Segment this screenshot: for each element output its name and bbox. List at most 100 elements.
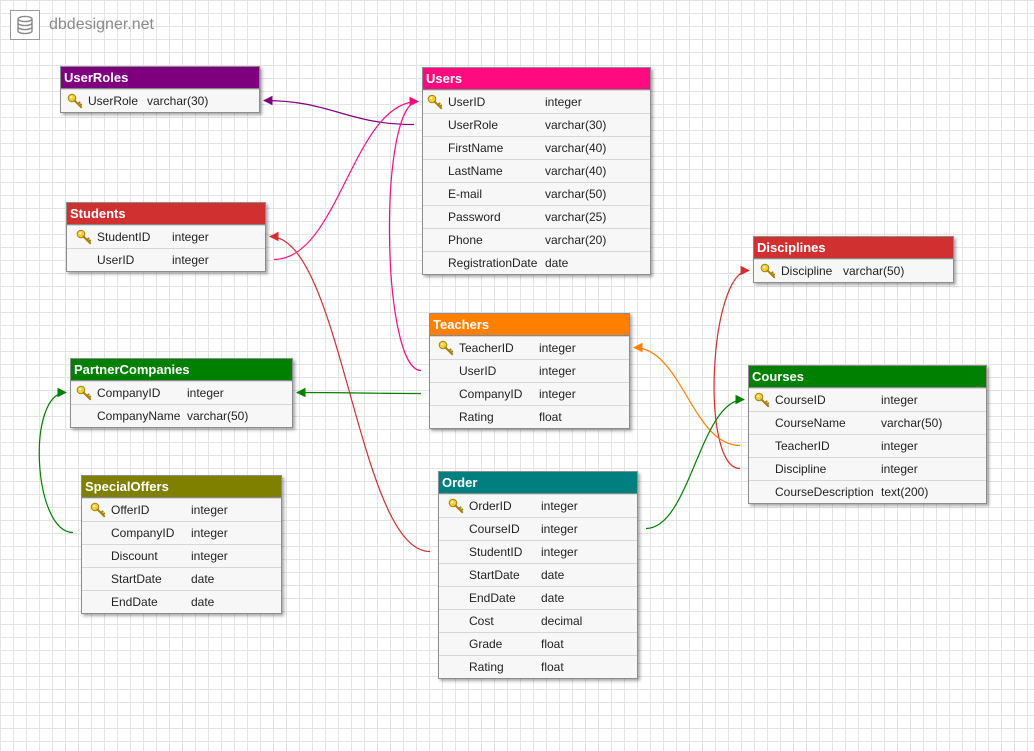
- primary-key-icon: [760, 263, 776, 279]
- field-type: varchar(40): [545, 141, 607, 155]
- field-type: varchar(50): [187, 409, 249, 423]
- table-header-partnercompanies[interactable]: PartnerCompanies: [71, 359, 292, 381]
- app-logo[interactable]: dbdesigner.net: [10, 10, 154, 40]
- field-type: integer: [541, 499, 578, 513]
- relation-line-2[interactable]: [388, 96, 422, 372]
- field-name: Discount: [111, 549, 158, 563]
- field-type: varchar(20): [545, 233, 607, 247]
- database-icon: [10, 10, 40, 40]
- relation-line-1[interactable]: [273, 96, 419, 261]
- field-name: UserID: [97, 253, 135, 267]
- field-type: integer: [187, 386, 224, 400]
- table-header-userroles[interactable]: UserRoles: [61, 67, 259, 89]
- primary-key-icon: [67, 93, 83, 109]
- field-row-disciplines-discipline[interactable]: Discipline varchar(50): [754, 259, 953, 282]
- field-name: E-mail: [448, 187, 483, 201]
- primary-key-icon: [438, 340, 454, 356]
- field-type: date: [541, 568, 565, 582]
- field-name: Phone: [448, 233, 483, 247]
- field-name: StudentID: [97, 230, 151, 244]
- relation-line-6[interactable]: [296, 387, 422, 398]
- field-name: EndDate: [469, 591, 516, 605]
- field-name: CompanyID: [97, 386, 161, 400]
- primary-key-icon: [76, 385, 92, 401]
- field-type: decimal: [541, 614, 583, 628]
- field-row-users-firstname[interactable]: FirstName varchar(40): [423, 136, 650, 159]
- relation-line-0[interactable]: [263, 95, 415, 126]
- field-type: integer: [545, 95, 582, 109]
- field-type: varchar(30): [147, 94, 209, 108]
- primary-key-icon: [90, 502, 106, 518]
- field-type: varchar(50): [881, 416, 943, 430]
- field-row-specialoffers-discount[interactable]: Discount integer: [82, 544, 281, 567]
- field-name: UserID: [448, 95, 486, 109]
- field-name: Rating: [469, 660, 504, 674]
- field-name: EndDate: [111, 595, 158, 609]
- field-type: varchar(30): [545, 118, 607, 132]
- field-type: varchar(50): [843, 264, 905, 278]
- table-header-disciplines[interactable]: Disciplines: [754, 237, 953, 259]
- field-name: FirstName: [448, 141, 504, 155]
- field-row-partnercompanies-companyid[interactable]: CompanyID integer: [71, 381, 292, 404]
- relation-line-4[interactable]: [713, 265, 750, 470]
- field-type: integer: [191, 526, 228, 540]
- table-header-order[interactable]: Order: [439, 472, 637, 494]
- table-header-users[interactable]: Users: [423, 68, 650, 90]
- relation-line-5[interactable]: [633, 342, 741, 447]
- field-type: integer: [539, 341, 576, 355]
- field-row-users-userid[interactable]: UserID integer: [423, 90, 650, 113]
- field-row-users-phone[interactable]: Phone varchar(20): [423, 228, 650, 251]
- table-header-teachers[interactable]: Teachers: [430, 314, 629, 336]
- field-type: float: [541, 637, 564, 651]
- field-row-partnercompanies-companyname[interactable]: CompanyName varchar(50): [71, 404, 292, 427]
- table-header-courses[interactable]: Courses: [749, 366, 986, 388]
- table-header-specialoffers[interactable]: SpecialOffers: [82, 476, 281, 498]
- relation-line-8[interactable]: [645, 394, 745, 530]
- field-type: integer: [539, 387, 576, 401]
- table-header-students[interactable]: Students: [67, 203, 265, 225]
- field-name: CompanyName: [97, 409, 181, 423]
- relation-line-7[interactable]: [38, 387, 74, 534]
- field-type: integer: [191, 549, 228, 563]
- field-name: Discipline: [781, 264, 833, 278]
- relation-line-3[interactable]: [269, 231, 431, 553]
